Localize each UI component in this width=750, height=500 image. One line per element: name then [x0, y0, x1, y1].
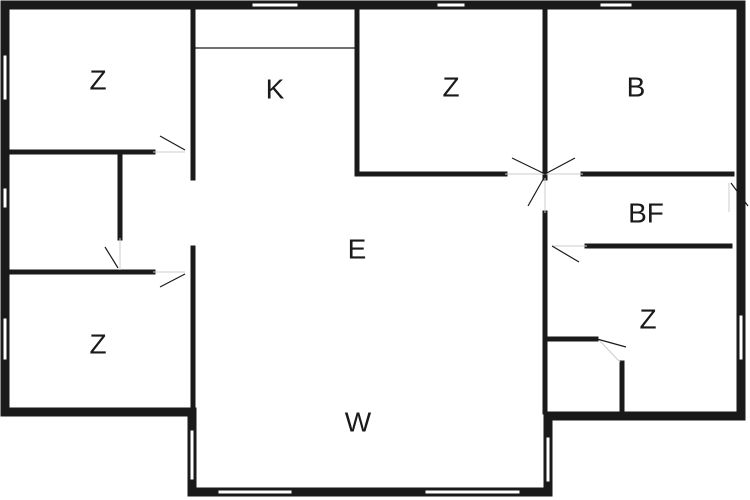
window: [545, 436, 551, 483]
room-label-b: B: [627, 71, 646, 102]
door-swing: [159, 273, 186, 288]
interior-walls: [6, 6, 735, 415]
window: [424, 489, 521, 495]
room-label-w: W: [345, 406, 372, 437]
window: [2, 317, 8, 361]
door-openings: [104, 135, 749, 363]
window: [251, 2, 299, 8]
door-swing: [596, 338, 627, 348]
door-swing: [511, 157, 546, 175]
room-label-e: E: [348, 233, 367, 264]
door-swing: [104, 246, 119, 269]
door-swing: [730, 182, 749, 207]
room-labels: Z K Z B BF E Z Z W: [89, 64, 663, 437]
window: [436, 2, 466, 8]
window: [738, 314, 744, 361]
room-label-z: Z: [89, 64, 106, 95]
windows: [2, 2, 744, 495]
room-label-z: Z: [639, 303, 656, 334]
window: [2, 187, 8, 209]
room-label-z: Z: [442, 71, 459, 102]
room-label-z: Z: [89, 328, 106, 359]
room-label-k: K: [266, 73, 285, 104]
door-swing: [551, 245, 580, 263]
window: [189, 429, 195, 481]
door-swing: [159, 135, 186, 151]
door-swing: [544, 157, 576, 175]
window: [2, 54, 8, 101]
door-swing: [527, 175, 546, 207]
room-label-bf: BF: [628, 197, 664, 228]
window: [599, 2, 633, 8]
window: [217, 489, 293, 495]
